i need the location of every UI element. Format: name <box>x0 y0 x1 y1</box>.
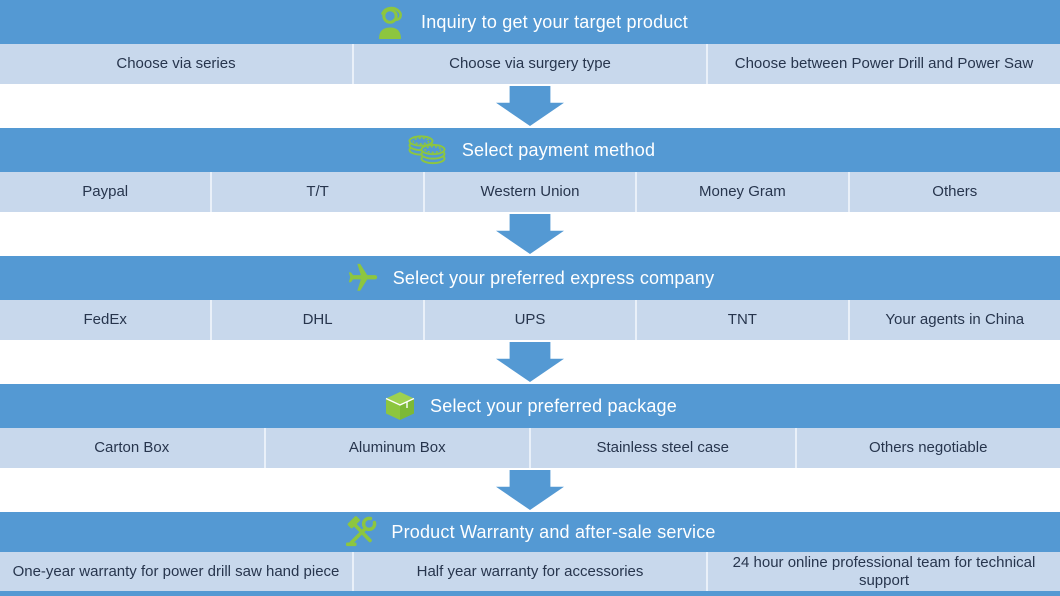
option-cell: T/T <box>212 172 423 212</box>
coins-icon <box>405 133 449 167</box>
plane-icon <box>346 261 380 295</box>
option-cell: UPS <box>424 300 636 340</box>
step-title: Select your preferred express company <box>392 267 715 288</box>
step-header-express: Select your preferred express company <box>0 256 1060 300</box>
flow-connector <box>0 340 1060 384</box>
step-header-payment: Select payment method <box>0 128 1060 172</box>
down-arrow-icon <box>496 342 564 382</box>
option-cell: Choose via surgery type <box>354 44 706 84</box>
option-cell: Your agents in China <box>849 300 1060 340</box>
step-options-payment: Paypal T/T Western Union Money Gram Othe… <box>0 172 1060 212</box>
option-cell: DHL <box>212 300 423 340</box>
option-cell: Western Union <box>424 172 636 212</box>
step-title: Product Warranty and after-sale service <box>391 521 716 542</box>
step-options-package: Carton Box Aluminum Box Stainless steel … <box>0 428 1060 468</box>
step-title: Select payment method <box>461 139 656 160</box>
down-arrow-icon <box>496 470 564 510</box>
tools-icon <box>344 515 378 549</box>
option-cell: Aluminum Box <box>265 428 529 468</box>
step-title: Select your preferred package <box>430 395 677 416</box>
option-cell: 24 hour online professional team for tec… <box>708 552 1060 591</box>
option-cell: Others <box>849 172 1060 212</box>
option-cell: Choose between Power Drill and Power Saw <box>708 44 1060 84</box>
step-header-package: Select your preferred package <box>0 384 1060 428</box>
option-cell: Others negotiable <box>796 428 1060 468</box>
step-title: Inquiry to get your target product <box>421 11 688 32</box>
option-cell: Money Gram <box>637 172 848 212</box>
step-header-warranty: Product Warranty and after-sale service <box>0 512 1060 552</box>
flow-connector <box>0 468 1060 512</box>
option-cell: One-year warranty for power drill saw ha… <box>0 552 352 591</box>
option-cell: Paypal <box>0 172 211 212</box>
down-arrow-icon <box>496 214 564 254</box>
bottom-accent-bar <box>0 591 1060 596</box>
step-options-warranty: One-year warranty for power drill saw ha… <box>0 552 1060 591</box>
option-cell: TNT <box>637 300 848 340</box>
flow-connector <box>0 212 1060 256</box>
option-cell: Choose via series <box>0 44 352 84</box>
option-cell: Half year warranty for accessories <box>354 552 706 591</box>
flow-connector <box>0 84 1060 128</box>
step-header-inquiry: Inquiry to get your target product <box>0 0 1060 44</box>
package-icon <box>383 389 417 423</box>
option-cell: Stainless steel case <box>531 428 795 468</box>
down-arrow-icon <box>496 86 564 126</box>
support-agent-icon <box>372 3 408 41</box>
step-options-express: FedEx DHL UPS TNT Your agents in China <box>0 300 1060 340</box>
option-cell: FedEx <box>0 300 211 340</box>
step-options-inquiry: Choose via series Choose via surgery typ… <box>0 44 1060 84</box>
option-cell: Carton Box <box>0 428 264 468</box>
